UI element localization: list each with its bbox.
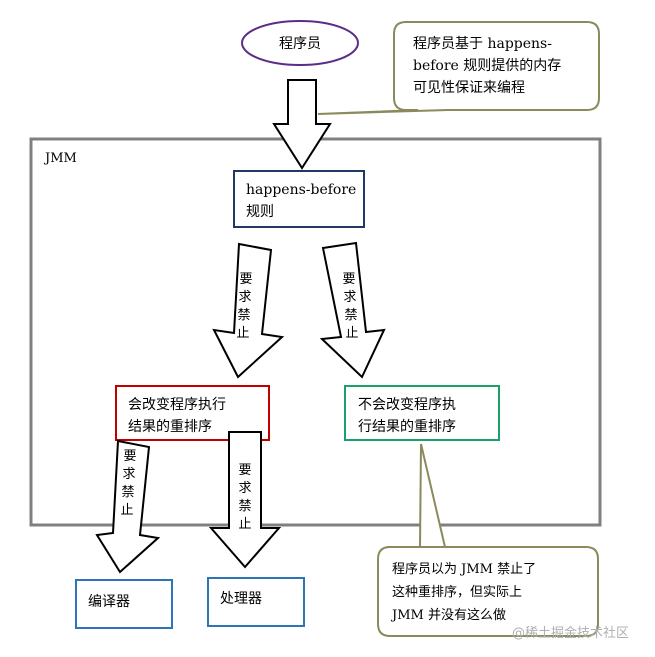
forbid-right-char-4: 止 (345, 326, 358, 341)
forbid-left-char-4: 止 (236, 326, 249, 341)
processor-box (207, 577, 305, 627)
forbid-left-char-1: 要 (239, 272, 252, 287)
forbid-compiler-char-3: 禁 (121, 485, 134, 500)
forbid-right-char-3: 禁 (344, 308, 357, 323)
compiler-label: 编译器 (88, 594, 130, 610)
jmm-label: JMM (43, 151, 77, 166)
forbid-compiler-char-2: 求 (122, 467, 135, 482)
forbid-arrow-right (319, 241, 386, 379)
forbid-processor-char-1: 要 (238, 463, 251, 478)
watermark: @稀土掘金技术社区 (512, 625, 629, 641)
programmer-ellipse (241, 20, 359, 66)
hb-rules-box (233, 170, 365, 228)
forbid-right-char-1: 要 (342, 272, 355, 287)
programmer-arrow (272, 79, 332, 170)
right-reorder-line-2: 行结果的重排序 (358, 419, 456, 435)
callout-bottom-line-2: 这种重排序，但实际上 (392, 584, 522, 600)
forbid-compiler-char-4: 止 (120, 503, 133, 518)
forbid-left-char-2: 求 (238, 290, 251, 305)
forbid-processor-char-3: 禁 (238, 499, 251, 514)
forbid-left-char-3: 禁 (237, 308, 250, 323)
forbid-arrow-compiler (95, 439, 161, 574)
callout-bottom-line-1: 程序员以为 JMM 禁止了 (392, 562, 536, 577)
callout-top (317, 21, 600, 115)
right-reorder-line-1: 不会改变程序执 (358, 397, 456, 413)
compiler-box (75, 579, 173, 629)
callout-top-line-1: 程序员基于 happens- (413, 35, 552, 52)
forbid-arrow-left (212, 242, 285, 379)
forbid-right-char-2: 求 (343, 290, 356, 305)
callout-top-line-2: before 规则提供的内存 (413, 58, 561, 74)
forbid-processor-char-2: 求 (238, 481, 251, 496)
processor-label: 处理器 (220, 591, 262, 607)
left-reorder-line-2: 结果的重排序 (128, 419, 212, 435)
left-reorder-line-1: 会改变程序执行 (128, 397, 226, 413)
hb-rules-line-2: 规则 (246, 204, 274, 220)
callout-top-line-3: 可见性保证来编程 (413, 80, 525, 96)
programmer-label: 程序员 (279, 36, 321, 52)
callout-bottom (377, 443, 599, 637)
hb-rules-line-1: happens-before (246, 182, 356, 198)
forbid-arrow-processor (208, 431, 282, 569)
right-reorder-box (344, 385, 500, 441)
callout-bottom-line-3: JMM 并没有这么做 (390, 607, 506, 623)
forbid-processor-char-4: 止 (238, 517, 251, 532)
forbid-compiler-char-1: 要 (123, 449, 136, 464)
